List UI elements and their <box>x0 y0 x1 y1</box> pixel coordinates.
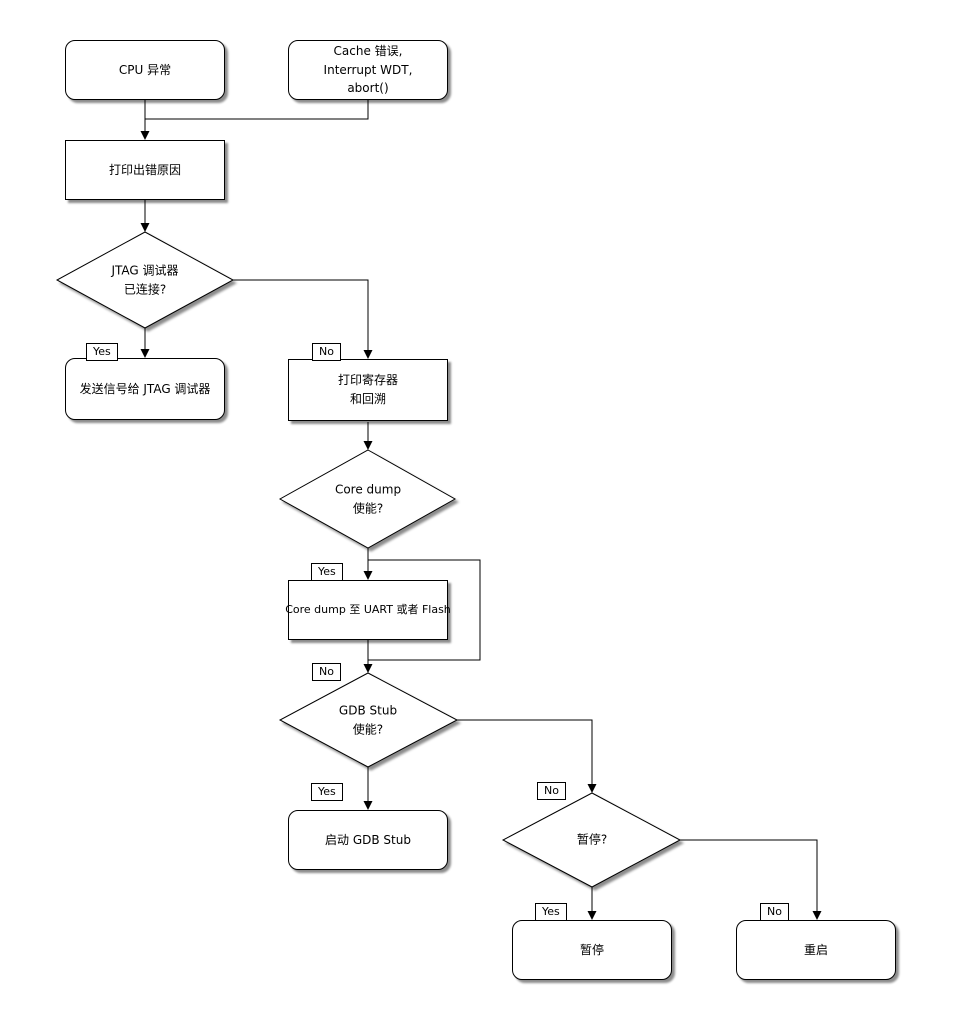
node-reboot: 重启 <box>736 920 896 980</box>
edge-label-coredump-yes: Yes <box>311 563 343 581</box>
decision-diamonds <box>55 231 682 888</box>
node-halt-label: 暂停 <box>579 942 604 957</box>
edge-label-jtag-yes: Yes <box>86 343 118 361</box>
node-send-signal-jtag-label: 发送信号给 JTAG 调试器 <box>79 381 211 396</box>
node-cpu-exception: CPU 异常 <box>65 40 225 100</box>
diamond-gdb-stub-enabled <box>278 672 459 768</box>
node-print-reason-label: 打印出错原因 <box>108 162 181 177</box>
node-reboot-label: 重启 <box>803 942 828 957</box>
node-print-reason: 打印出错原因 <box>65 140 225 200</box>
diamond-jtag-connected <box>55 231 235 329</box>
node-gdb-stub-enabled-label: GDB Stub 使能? <box>338 703 398 736</box>
node-start-gdb-stub-label: 启动 GDB Stub <box>325 832 411 847</box>
diamond-core-dump-enabled <box>278 449 457 549</box>
node-start-gdb-stub: 启动 GDB Stub <box>288 810 448 870</box>
node-core-dump-out-label: Core dump 至 UART 或者 Flash <box>285 603 451 617</box>
node-send-signal-jtag: 发送信号给 JTAG 调试器 <box>65 358 225 420</box>
node-print-registers: 打印寄存器 和回溯 <box>288 359 448 421</box>
node-cache-error-label: Cache 错误, Interrupt WDT, abort() <box>323 44 413 96</box>
node-halt-question-label: 暂停? <box>576 832 608 847</box>
node-print-registers-label: 打印寄存器 和回溯 <box>337 373 398 406</box>
node-core-dump-enabled-label: Core dump 使能? <box>334 482 402 515</box>
node-cpu-exception-label: CPU 异常 <box>118 62 172 77</box>
edge-label-gdb-no: No <box>537 782 566 800</box>
edge-label-halt-no: No <box>760 903 789 921</box>
connector-arrowheads <box>140 131 822 920</box>
edge-label-jtag-no: No <box>312 343 341 361</box>
node-core-dump-out: Core dump 至 UART 或者 Flash <box>285 580 451 640</box>
edge-label-halt-yes: Yes <box>535 903 567 921</box>
edge-label-gdb-yes: Yes <box>311 783 343 801</box>
diamond-halt-question <box>501 792 682 888</box>
connector-lines <box>144 100 818 913</box>
node-halt: 暂停 <box>512 920 672 980</box>
node-jtag-connected-label: JTAG 调试器 已连接? <box>111 263 179 296</box>
node-cache-error: Cache 错误, Interrupt WDT, abort() <box>288 40 448 100</box>
edge-label-coredump-no: No <box>312 663 341 681</box>
